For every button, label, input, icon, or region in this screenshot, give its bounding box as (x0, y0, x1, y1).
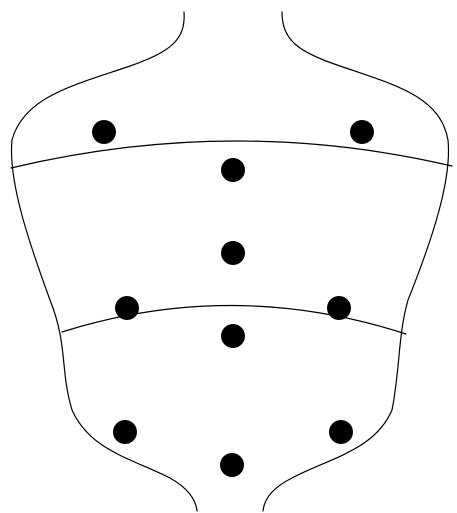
marker-dot-lower-left (113, 420, 137, 444)
marker-dot-lower-right (329, 420, 353, 444)
marker-dot-mid-left (115, 296, 139, 320)
marker-dot-spine-2 (221, 241, 245, 265)
marker-dot-spine-3 (221, 324, 245, 348)
marker-dot-upper-left (92, 120, 116, 144)
marker-dot-spine-1 (221, 158, 245, 182)
marker-dot-upper-right (350, 120, 374, 144)
marker-dot-mid-right (327, 296, 351, 320)
marker-dot-spine-4 (220, 453, 244, 477)
